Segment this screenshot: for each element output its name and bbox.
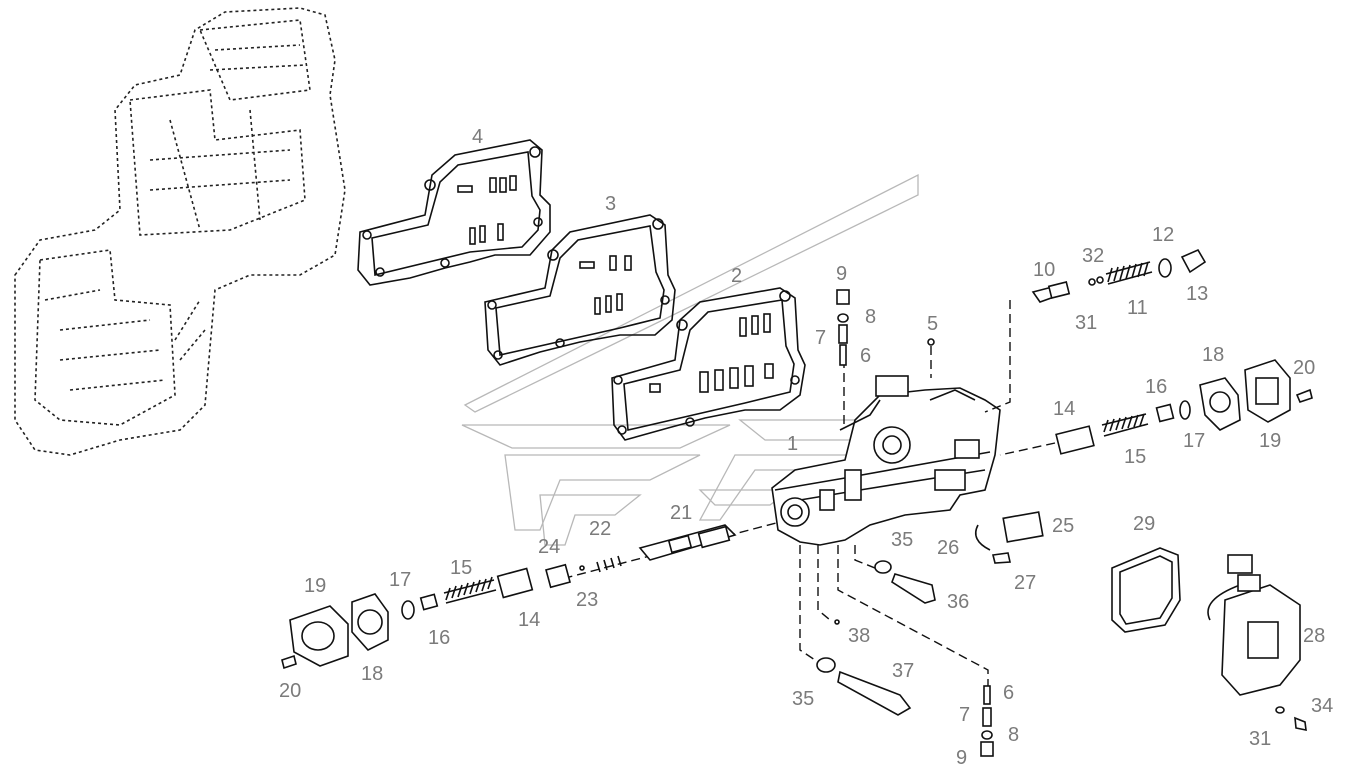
- label-27: 27: [1014, 572, 1036, 594]
- label-36: 36: [947, 591, 969, 613]
- label-8: 8: [1008, 724, 1019, 746]
- label-7: 7: [815, 327, 826, 349]
- label-11: 11: [1127, 297, 1148, 319]
- part-number-labels: 4 3 2 9 8 7 6 5 10 32 12 13 31 11 18 20 …: [279, 126, 1333, 769]
- label-16: 16: [428, 627, 450, 649]
- label-34: 34: [1311, 695, 1333, 717]
- label-6: 6: [1003, 682, 1014, 704]
- label-17: 17: [389, 569, 411, 591]
- left-valve: [579, 524, 737, 573]
- label-3: 3: [605, 193, 616, 215]
- right-valve: [1055, 400, 1191, 455]
- label-10: 10: [1033, 259, 1055, 281]
- label-18: 18: [1202, 344, 1224, 366]
- label-7: 7: [959, 704, 970, 726]
- label-14: 14: [518, 609, 540, 631]
- label-17: 17: [1183, 430, 1205, 452]
- transmission-housing: [14, 7, 346, 456]
- plate-2: [611, 287, 806, 441]
- label-35: 35: [792, 688, 814, 710]
- bolts: [816, 560, 936, 716]
- label-19: 19: [304, 575, 326, 597]
- gasket-29: [1111, 547, 1181, 633]
- label-22: 22: [589, 518, 611, 540]
- label-20: 20: [1293, 357, 1315, 379]
- label-8: 8: [865, 306, 876, 328]
- label-9: 9: [956, 747, 967, 769]
- label-28: 28: [1303, 625, 1325, 647]
- label-32: 32: [1082, 245, 1104, 267]
- plate-4: [357, 139, 551, 286]
- small-parts-top: [836, 289, 935, 366]
- label-15: 15: [450, 557, 472, 579]
- label-9: 9: [836, 263, 847, 285]
- label-31: 31: [1075, 312, 1097, 334]
- label-16: 16: [1145, 376, 1167, 398]
- label-35: 35: [891, 529, 913, 551]
- label-29: 29: [1133, 513, 1155, 535]
- valve-body-1: [771, 375, 1001, 546]
- label-1: 1: [787, 433, 798, 455]
- label-2: 2: [731, 265, 742, 287]
- label-20: 20: [279, 680, 301, 702]
- label-21: 21: [670, 502, 692, 524]
- label-14: 14: [1053, 398, 1075, 420]
- label-19: 19: [1259, 430, 1281, 452]
- plate-3: [484, 214, 676, 366]
- label-15: 15: [1124, 446, 1146, 468]
- right-cover: [1199, 359, 1313, 431]
- left-valve-2: [401, 563, 571, 620]
- label-26: 26: [937, 537, 959, 559]
- label-31: 31: [1249, 728, 1271, 750]
- left-cover: [281, 593, 389, 670]
- label-6: 6: [860, 345, 871, 367]
- label-38: 38: [848, 625, 870, 647]
- label-4: 4: [472, 126, 483, 148]
- label-18: 18: [361, 663, 383, 685]
- upper-right-valve: [1031, 248, 1207, 303]
- label-13: 13: [1186, 283, 1208, 305]
- label-24: 24: [538, 536, 560, 558]
- label-37: 37: [892, 660, 914, 682]
- sensor-assembly: [974, 511, 1044, 564]
- solenoid-28: [1207, 554, 1307, 732]
- label-23: 23: [576, 589, 598, 611]
- small-parts-bottom: [980, 685, 994, 757]
- label-25: 25: [1052, 515, 1074, 537]
- label-12: 12: [1152, 224, 1174, 246]
- label-5: 5: [927, 313, 938, 335]
